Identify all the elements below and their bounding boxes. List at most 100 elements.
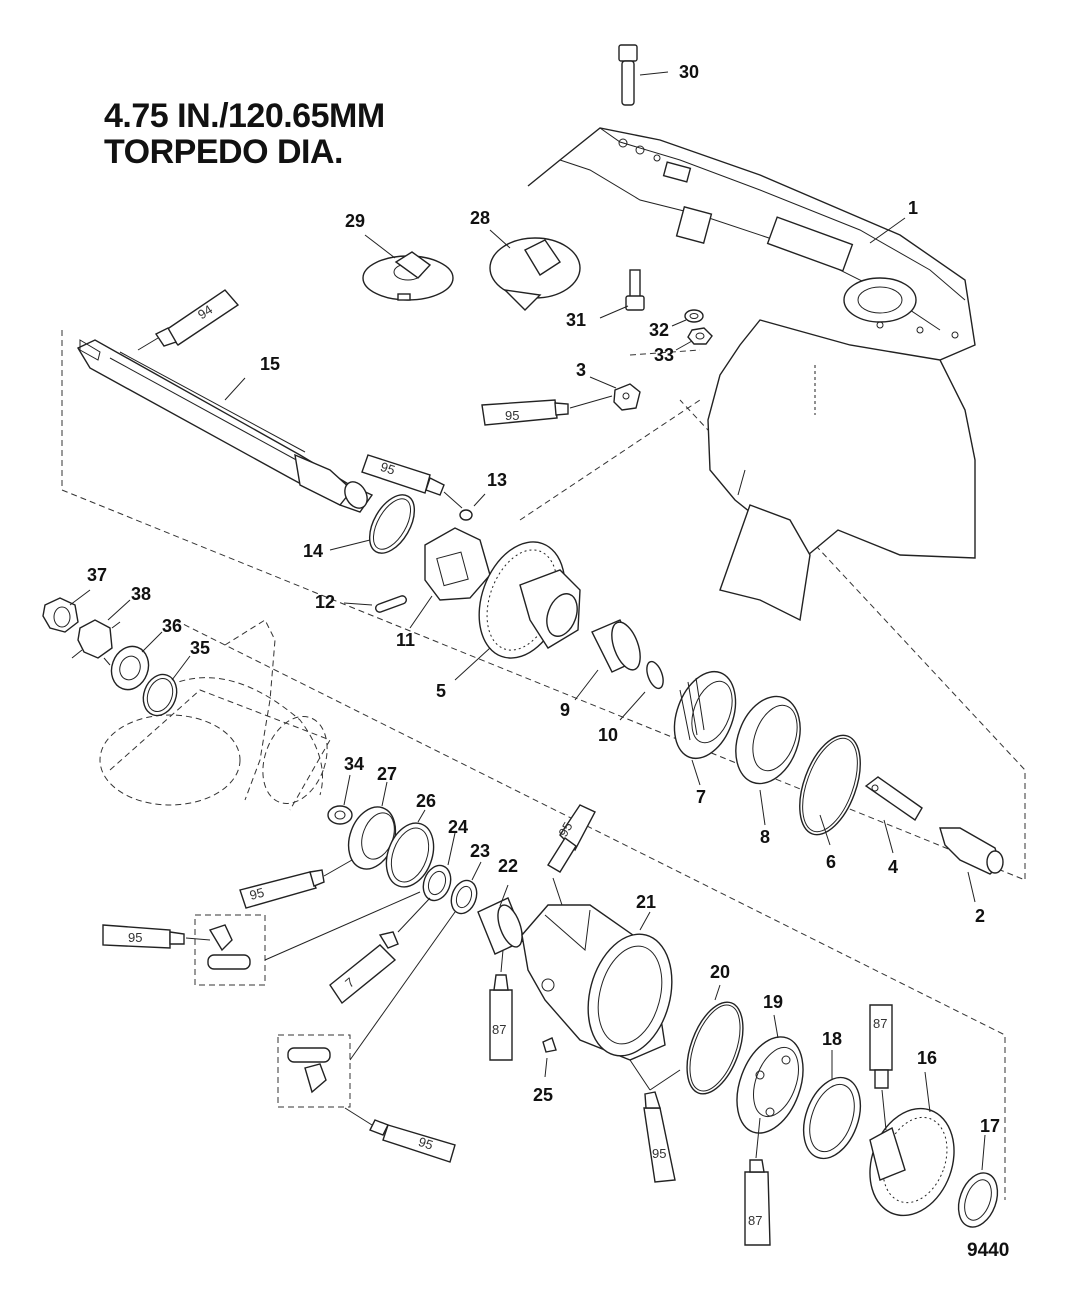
diagram-title: 4.75 IN./120.65MM TORPEDO DIA. (104, 98, 385, 170)
prop-nut-37 (42, 589, 91, 633)
callout-21: 21 (636, 892, 656, 912)
callout-16: 16 (917, 1048, 937, 1068)
title-line-2: TORPEDO DIA. (104, 133, 343, 171)
thrust-hub-36 (110, 631, 163, 691)
propeller-shaft (77, 339, 374, 513)
bearing-22 (477, 884, 526, 955)
callout-33: 33 (654, 345, 674, 365)
callout-38: 38 (131, 584, 151, 604)
reverse-gear-16 (869, 1071, 955, 1217)
tube-label-94: 94 (195, 302, 215, 322)
lubricant-tube-94 (137, 289, 240, 351)
callout-23: 23 (470, 841, 490, 861)
washer-32 (671, 309, 704, 327)
callout-36: 36 (162, 616, 182, 636)
callout-1: 1 (908, 198, 918, 218)
ball-13 (459, 493, 486, 521)
callout-14: 14 (303, 541, 323, 561)
gear-housing (527, 127, 976, 622)
callout-37: 37 (87, 565, 107, 585)
callout-29: 29 (345, 211, 365, 231)
lubricant-tube-7 (329, 897, 431, 1005)
callout-25: 25 (533, 1085, 553, 1105)
lubricant-tube-95a (481, 395, 613, 426)
tube-label-95b: 95 (379, 459, 397, 478)
seal-detail-box-1 (194, 891, 421, 986)
callout-22: 22 (498, 856, 518, 876)
callout-13: 13 (487, 470, 507, 490)
callout-4: 4 (888, 857, 898, 877)
tube-label-95c: 95 (248, 885, 266, 903)
figure-number: 9440 (967, 1240, 1010, 1261)
callout-34: 34 (344, 754, 364, 774)
seal-24 (422, 832, 456, 902)
propeller-outline (99, 619, 331, 811)
callout-28: 28 (470, 208, 490, 228)
lubricant-tube-95e (547, 804, 596, 906)
snap-ring-10 (619, 660, 664, 721)
callout-9: 9 (560, 700, 570, 720)
lubricant-tube-87a (489, 949, 513, 1061)
tube-label-95a: 95 (505, 408, 519, 423)
callout-15: 15 (260, 354, 280, 374)
anode-28 (489, 229, 581, 311)
lubricant-tube-95f (344, 1107, 456, 1163)
part-2 (939, 827, 1004, 903)
callout-35: 35 (190, 638, 210, 658)
shim-18 (802, 1050, 862, 1160)
callout-7: 7 (696, 787, 706, 807)
seal-detail-box-2 (277, 911, 456, 1108)
callout-18: 18 (822, 1029, 842, 1049)
oring-14 (329, 494, 416, 554)
callout-6: 6 (826, 852, 836, 872)
callout-3: 3 (576, 360, 586, 380)
callout-12: 12 (315, 592, 335, 612)
callout-30: 30 (679, 62, 699, 82)
oring-20 (686, 984, 744, 1095)
lubricant-tube-95c (239, 859, 353, 909)
tapered-bearing-7 (673, 670, 737, 786)
shift-pin-4 (864, 776, 923, 854)
lock-washer-26 (385, 809, 435, 888)
washer-34 (327, 774, 353, 825)
part-25 (542, 1037, 557, 1078)
callout-27: 27 (377, 764, 397, 784)
lubricant-tube-95d (102, 924, 211, 949)
pin-12 (343, 595, 407, 613)
lubricant-tube-95g (629, 1059, 681, 1183)
callout-11: 11 (396, 630, 415, 650)
title-line-1: 4.75 IN./120.65MM (104, 97, 385, 135)
nut-33 (675, 327, 713, 351)
tube-label-87b: 87 (748, 1213, 762, 1228)
callout-32: 32 (649, 320, 669, 340)
clutch-11 (409, 527, 491, 629)
screw-31 (599, 269, 645, 319)
callout-10: 10 (598, 725, 618, 745)
callout-19: 19 (763, 992, 783, 1012)
bolt-30 (618, 44, 669, 106)
bearing-race-8 (735, 695, 801, 826)
assembly-boundary-lines (61, 330, 1026, 1200)
callout-numbers: 1 2 3 4 5 6 7 8 9 10 11 12 13 14 15 16 1… (87, 62, 1000, 1136)
callout-26: 26 (416, 791, 436, 811)
callout-17: 17 (980, 1116, 1000, 1136)
anode-29 (362, 234, 454, 301)
callout-2: 2 (975, 906, 985, 926)
callout-20: 20 (710, 962, 730, 982)
tab-washer-38 (71, 599, 131, 666)
oring-6 (799, 734, 861, 846)
race-17 (957, 1134, 999, 1228)
part-3 (589, 376, 641, 411)
ball-bearing-19 (736, 1014, 804, 1134)
tube-label-87a: 87 (492, 1022, 506, 1037)
bearing-carrier-21 (521, 904, 673, 1061)
washer-35 (142, 655, 191, 717)
lubricant-tube-87b (744, 1117, 771, 1246)
tube-label-95g: 95 (652, 1146, 666, 1161)
tube-label-95f: 95 (417, 1134, 435, 1153)
tube-label-87c: 87 (873, 1016, 887, 1031)
seal-23 (450, 861, 482, 915)
tube-label-95e: 95 (555, 819, 575, 839)
tube-label-95d: 95 (128, 930, 142, 945)
